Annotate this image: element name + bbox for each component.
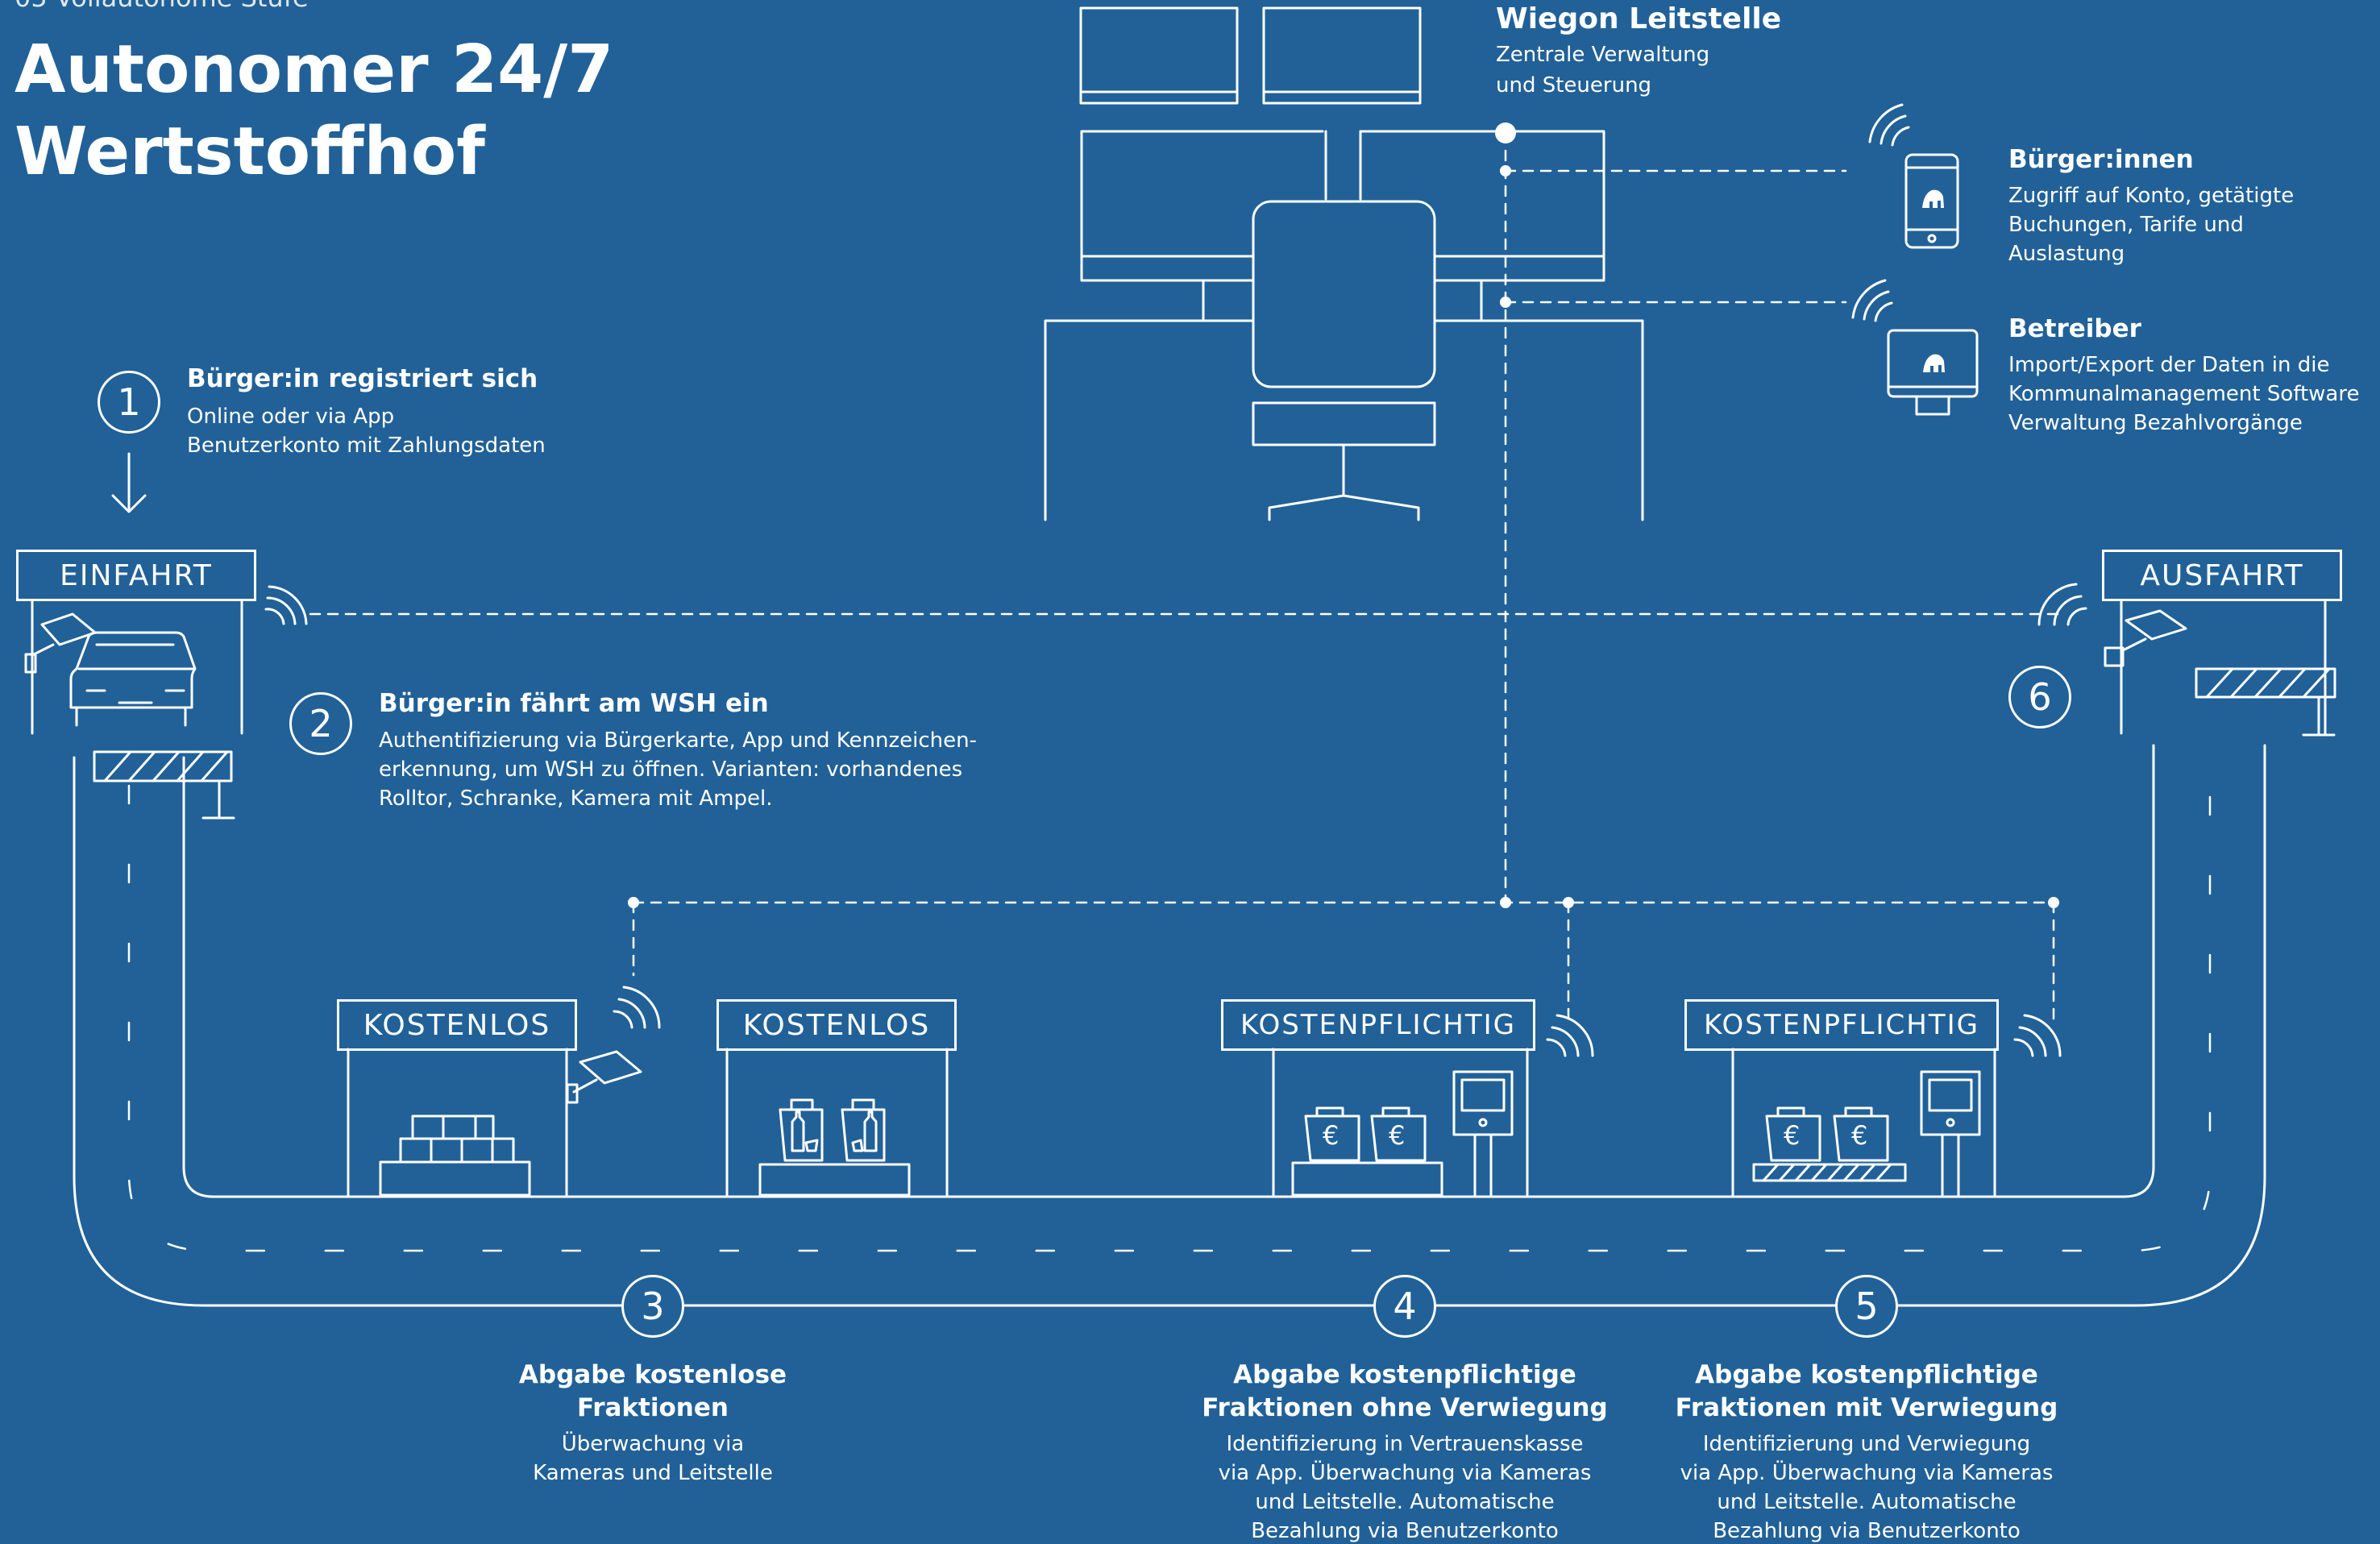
entry-gate-illustration	[24, 585, 308, 820]
step-4-title-line-1: Abgabe kostenpflichtige	[1233, 1360, 1576, 1389]
currency-label: €	[1323, 1120, 1340, 1151]
currency-label: €	[1784, 1120, 1801, 1151]
monitor-icon	[1851, 279, 1979, 416]
step-1-line-1: Online oder via App	[187, 405, 395, 429]
free-station-1-illustration	[347, 986, 661, 1197]
step-5-line-4: Bezahlung via Benutzerkonto	[1713, 1519, 2021, 1543]
step-5-line-2: via App. Überwachung via Kameras	[1680, 1461, 2054, 1485]
free-station-2-illustration	[725, 1048, 949, 1197]
step-6-number: 6	[2008, 666, 2071, 728]
step-3-line-2: Kameras und Leitstelle	[533, 1461, 773, 1485]
step-1-line-2: Benutzerkonto mit Zahlungsdaten	[187, 434, 546, 458]
step-3-title-line-2: Fraktionen	[577, 1393, 729, 1422]
page-title-line-2: Wertstoffhof	[15, 114, 485, 190]
currency-label: €	[1389, 1120, 1406, 1151]
step-5-title-line-2: Fraktionen mit Verwiegung	[1675, 1393, 2058, 1422]
citizens-desc-line-3: Auslastung	[2008, 242, 2125, 266]
step-3-line-1: Überwachung via	[561, 1432, 745, 1456]
station-sign-paid-2: KOSTENPFLICHTIG	[1684, 999, 1999, 1051]
step-2-line-1: Authentifizierung via Bürgerkarte, App u…	[379, 728, 977, 753]
paid-station-2-illustration	[1731, 1014, 2062, 1197]
section-kicker: 05 Vollautonome Stufe	[15, 0, 309, 13]
exit-sign: AUSFAHRT	[2102, 550, 2342, 601]
citizens-desc-line-1: Zugriff auf Konto, getätigte	[2008, 184, 2295, 208]
operator-title: Betreiber	[2008, 314, 2141, 343]
step1-arrow	[111, 452, 147, 513]
control-room-desc-line-2: und Steuerung	[1496, 73, 1652, 98]
control-room-title: Wiegon Leitstelle	[1496, 2, 1782, 35]
step-5-line-3: und Leitstelle. Automatische	[1717, 1490, 2017, 1514]
step-1-number: 1	[98, 371, 160, 434]
step-5-title-line-1: Abgabe kostenpflichtige	[1695, 1360, 2038, 1389]
road	[73, 744, 2266, 1307]
station-sign-paid-1: KOSTENPFLICHTIG	[1221, 999, 1535, 1051]
step-4-title-line-2: Fraktionen ohne Verwiegung	[1202, 1393, 1608, 1422]
step-4-line-2: via App. Überwachung via Kameras	[1218, 1461, 1592, 1485]
road-center-marking	[127, 760, 2212, 1252]
operator-desc-line-3: Verwaltung Bezahlvorgänge	[2008, 411, 2303, 435]
step-3-title-line-1: Abgabe kostenlose	[518, 1360, 787, 1389]
network-nodes	[628, 122, 2059, 908]
page-title-line-1: Autonomer 24/7	[15, 31, 614, 108]
operator-desc-line-1: Import/Export der Daten in die	[2008, 353, 2330, 377]
currency-label: €	[1851, 1120, 1868, 1151]
step-5-number: 5	[1835, 1275, 1898, 1338]
network-connections	[309, 131, 2065, 1021]
paid-station-1-illustration	[1272, 1014, 1594, 1197]
station-sign-free-2: KOSTENLOS	[716, 999, 957, 1051]
citizens-title: Bürger:innen	[2008, 145, 2194, 174]
smartphone-icon	[1868, 103, 1959, 249]
step-4-line-4: Bezahlung via Benutzerkonto	[1251, 1519, 1559, 1543]
control-room-desc-line-1: Zentrale Verwaltung	[1496, 43, 1710, 67]
station-sign-free-1: KOSTENLOS	[337, 999, 577, 1051]
citizens-desc-line-2: Buchungen, Tarife und	[2008, 213, 2244, 237]
entry-sign: EINFAHRT	[16, 550, 256, 601]
step-2-title: Bürger:in fährt am WSH ein	[379, 689, 769, 718]
step-2-number: 2	[289, 692, 352, 755]
step-2-line-3: Rolltor, Schranke, Kamera mit Ampel.	[379, 787, 773, 811]
step-3-number: 3	[621, 1275, 684, 1338]
step-5-line-1: Identifizierung und Verwiegung	[1702, 1432, 2031, 1456]
step-4-number: 4	[1373, 1275, 1436, 1338]
step-2-line-2: erkennung, um WSH zu öffnen. Varianten: …	[379, 757, 963, 782]
control-room-illustration	[1044, 6, 1644, 521]
operator-desc-line-2: Kommunalmanagement Software	[2008, 382, 2360, 406]
step-4-line-3: und Leitstelle. Automatische	[1255, 1490, 1555, 1514]
exit-gate-illustration	[2037, 583, 2336, 737]
step-1-title: Bürger:in registriert sich	[187, 364, 538, 393]
step-4-line-1: Identifizierung in Vertrauenskasse	[1226, 1432, 1584, 1456]
